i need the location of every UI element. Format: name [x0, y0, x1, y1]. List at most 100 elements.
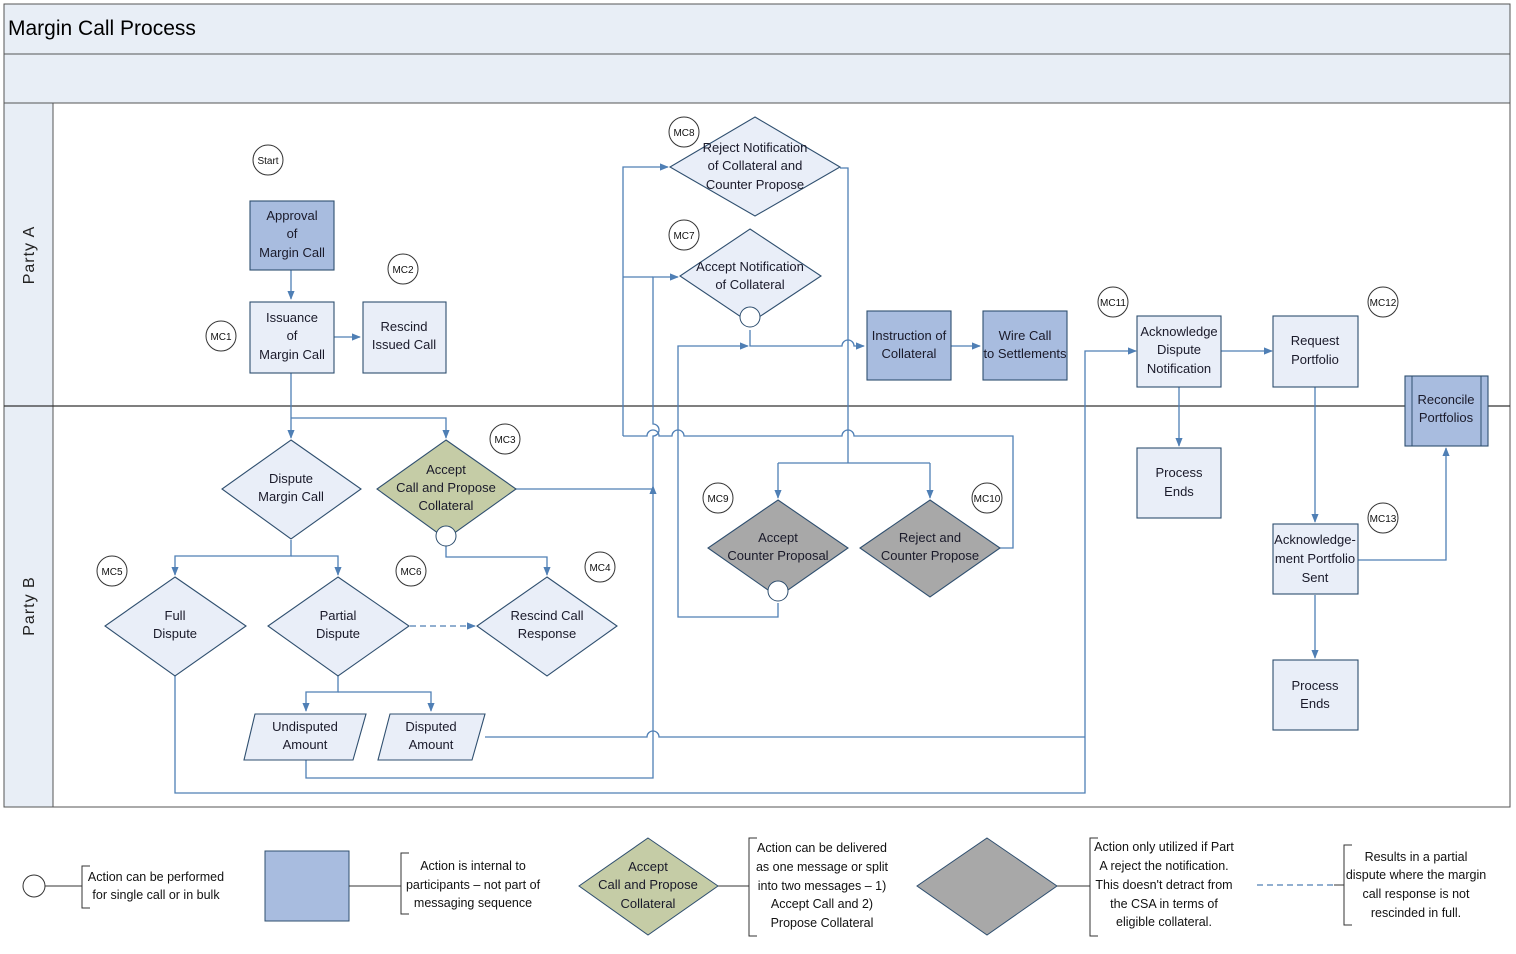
edge-issuance-accept-call	[291, 417, 450, 439]
step-labels: MC1 MC2 MC3 MC4 MC5 MC6 MC7 MC8 MC9 MC10…	[96, 116, 1399, 587]
svg-text:MC8: MC8	[673, 128, 695, 139]
edge-reject-counter-loop	[623, 429, 1014, 549]
svg-text:MC5: MC5	[101, 567, 123, 578]
bulk-action-circle	[435, 525, 457, 547]
start-node: Start	[252, 144, 284, 176]
step-label-mc11: MC11	[1097, 286, 1129, 318]
svg-text:MC11: MC11	[1100, 298, 1126, 309]
step-label-mc1: MC1	[205, 320, 237, 352]
header-band: Margin Call Process	[3, 3, 1511, 104]
step-label-mc7: MC7	[668, 219, 700, 251]
lane-label-party-b: Party B	[21, 576, 38, 635]
svg-text:MC4: MC4	[589, 563, 611, 574]
edge-accept-counter-up	[677, 342, 779, 618]
edge-to-instruction	[749, 330, 865, 350]
step-label-mc8: MC8	[668, 116, 700, 148]
step-label-mc5: MC5	[96, 555, 128, 587]
svg-text:MC9: MC9	[707, 494, 729, 505]
svg-text:MC13: MC13	[1370, 514, 1397, 525]
edge-ack-portfolio-reconcile	[1358, 447, 1450, 561]
svg-text:MC7: MC7	[673, 231, 695, 242]
step-label-mc6: MC6	[395, 555, 427, 587]
step-label-mc4: MC4	[584, 551, 616, 583]
edge-undisputed-up	[305, 485, 657, 779]
step-label-mc13: MC13	[1367, 502, 1399, 534]
page-title: Margin Call Process	[8, 17, 196, 40]
edge-dispute-full	[171, 540, 292, 576]
connectors	[171, 163, 1450, 794]
svg-text:MC6: MC6	[400, 567, 422, 578]
edge-to-reject-notification	[622, 163, 669, 436]
step-label-mc12: MC12	[1367, 286, 1399, 318]
legend-circle-icon	[22, 874, 46, 898]
svg-text:MC3: MC3	[494, 435, 516, 446]
edge-to-accept-notification	[652, 273, 679, 486]
lane-label-party-a: Party A	[21, 226, 38, 285]
legend-internal-swatch	[264, 850, 350, 922]
legend-grey-diamond	[916, 837, 1058, 936]
edge-disputed-right	[485, 730, 1085, 738]
edge-accept-rescind-response	[445, 546, 551, 576]
step-label-mc10: MC10	[971, 482, 1003, 514]
legend-green-diamond	[578, 837, 719, 936]
svg-text:MC2: MC2	[392, 265, 414, 276]
bulk-action-circle	[767, 580, 789, 602]
edge-partial-undisputed	[302, 675, 339, 712]
step-label-mc3: MC3	[489, 423, 521, 455]
edge-partial-disputed	[338, 691, 435, 712]
step-label-mc2: MC2	[387, 253, 419, 285]
bulk-action-circle	[739, 306, 761, 328]
svg-text:MC12: MC12	[1370, 298, 1397, 309]
svg-text:Start: Start	[257, 156, 278, 167]
edge-reject-notification-down	[840, 167, 849, 463]
